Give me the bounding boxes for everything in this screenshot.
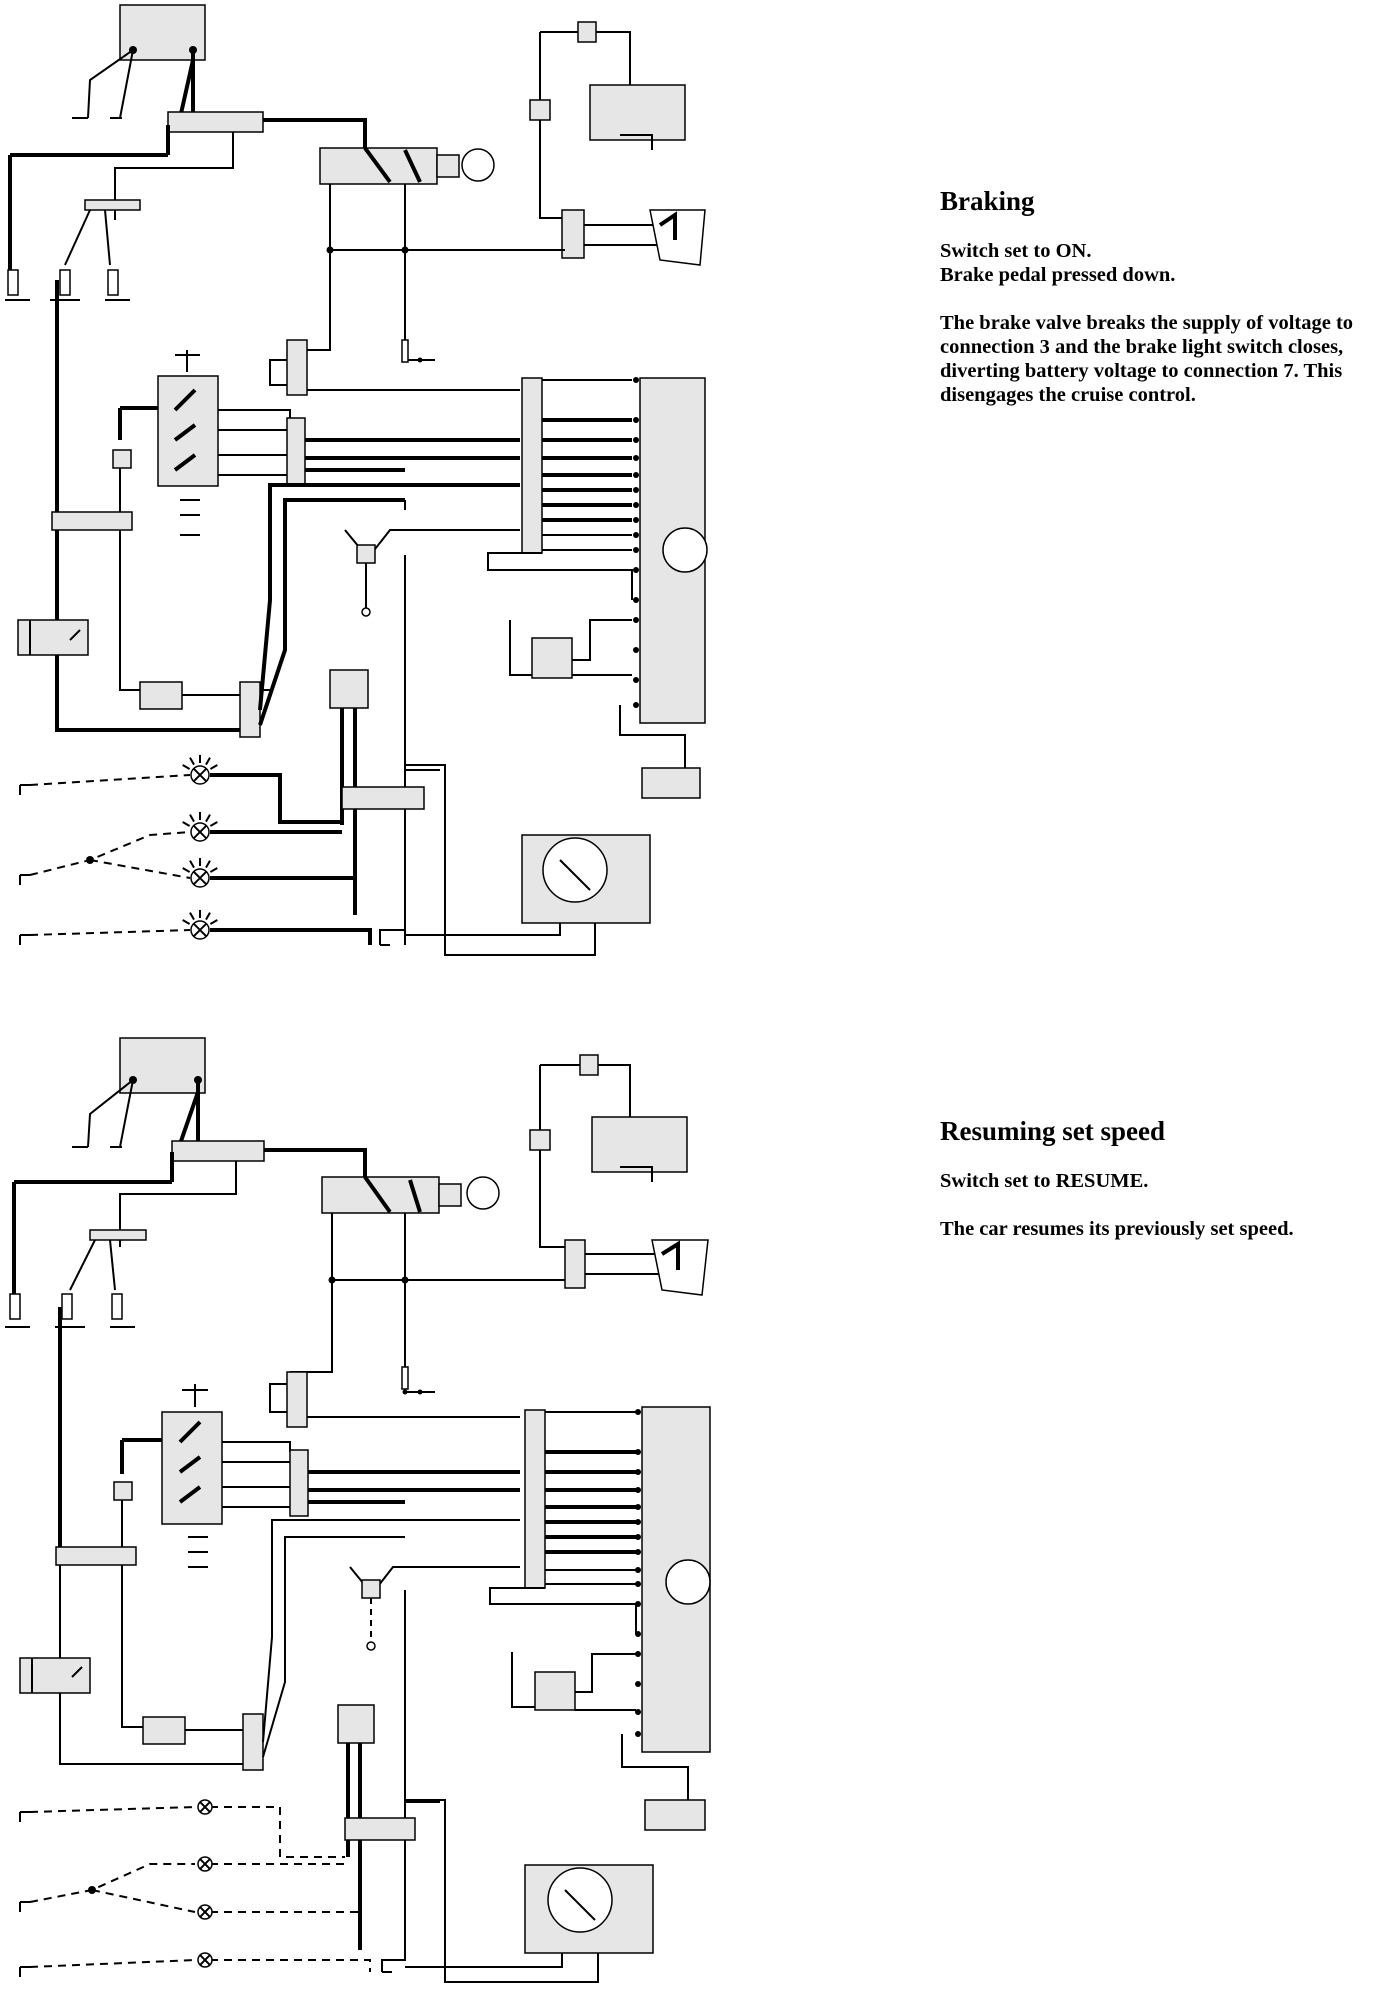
lamp-rays (182, 858, 218, 873)
section-paragraph: The brake valve breaks the supply of vol… (940, 312, 1354, 406)
main-connector (524, 1409, 546, 1589)
junction-top (577, 21, 597, 43)
relay (286, 1371, 308, 1428)
fuse-strip (84, 199, 141, 211)
lamp-cross (199, 1954, 211, 1966)
lamp-cross (192, 767, 208, 783)
lamp-cross (192, 922, 208, 938)
brake-switch (19, 1657, 91, 1694)
fuse-strip (89, 1229, 147, 1241)
brake-switch (17, 619, 89, 656)
lower-connector (239, 681, 261, 738)
fuse-box (119, 1037, 206, 1094)
ground-connector (644, 1799, 706, 1831)
lamp-connector (344, 1817, 416, 1841)
indicator-lamps (197, 1799, 213, 1968)
servo-motor (531, 637, 573, 679)
caption-resuming: Resuming set speed Switch set to RESUME.… (940, 1116, 1370, 1265)
lamp-junction (329, 669, 369, 709)
connector-top (171, 1140, 265, 1162)
lamp-cross (199, 1801, 211, 1813)
wiring-diagram-body (5, 4, 708, 956)
caption-braking: Braking Switch set to ON. Brake pedal pr… (940, 186, 1370, 431)
section-title: Resuming set speed (940, 1116, 1166, 1146)
wiring-diagram-body (5, 1037, 711, 1983)
cruise-switch (321, 1176, 440, 1214)
lamp-rays (182, 812, 218, 827)
wiring-diagram-resuming (5, 1037, 711, 1983)
section-paragraph: The car resumes its previously set speed… (940, 1218, 1294, 1240)
brake-connector (564, 1239, 586, 1289)
brake-pedal-switch (649, 209, 706, 266)
lamp-rays (182, 910, 218, 925)
brake-valve (589, 84, 686, 141)
signal-connector (51, 511, 133, 531)
main-connector (521, 377, 543, 554)
junction-top (579, 1054, 599, 1076)
section-title: Braking (940, 186, 1035, 216)
connector-top (167, 111, 264, 133)
indicator-lamps (182, 755, 218, 940)
servo-motor (534, 1671, 576, 1711)
speed-relay (139, 681, 183, 710)
ground-connector (641, 767, 701, 799)
section-paragraph: Switch set to RESUME. (940, 1170, 1149, 1192)
lamp-cross (192, 824, 208, 840)
lamp-cross (192, 870, 208, 886)
brake-connector (561, 209, 585, 259)
switch-relay (286, 417, 306, 485)
brake-valve (591, 1116, 688, 1173)
lamp-cross (199, 1906, 211, 1918)
switch-relay (289, 1449, 309, 1517)
lower-connector (242, 1713, 264, 1771)
speed-relay (142, 1716, 186, 1745)
section-paragraph: Switch set to ON. Brake pedal pressed do… (940, 240, 1176, 286)
lamp-junction (337, 1704, 375, 1744)
lamp-cross (199, 1858, 211, 1870)
lamp-rays (182, 755, 218, 770)
lamp-connector (341, 786, 425, 810)
wiring-diagram-braking (5, 4, 708, 956)
relay (286, 339, 308, 396)
signal-connector (55, 1546, 137, 1566)
